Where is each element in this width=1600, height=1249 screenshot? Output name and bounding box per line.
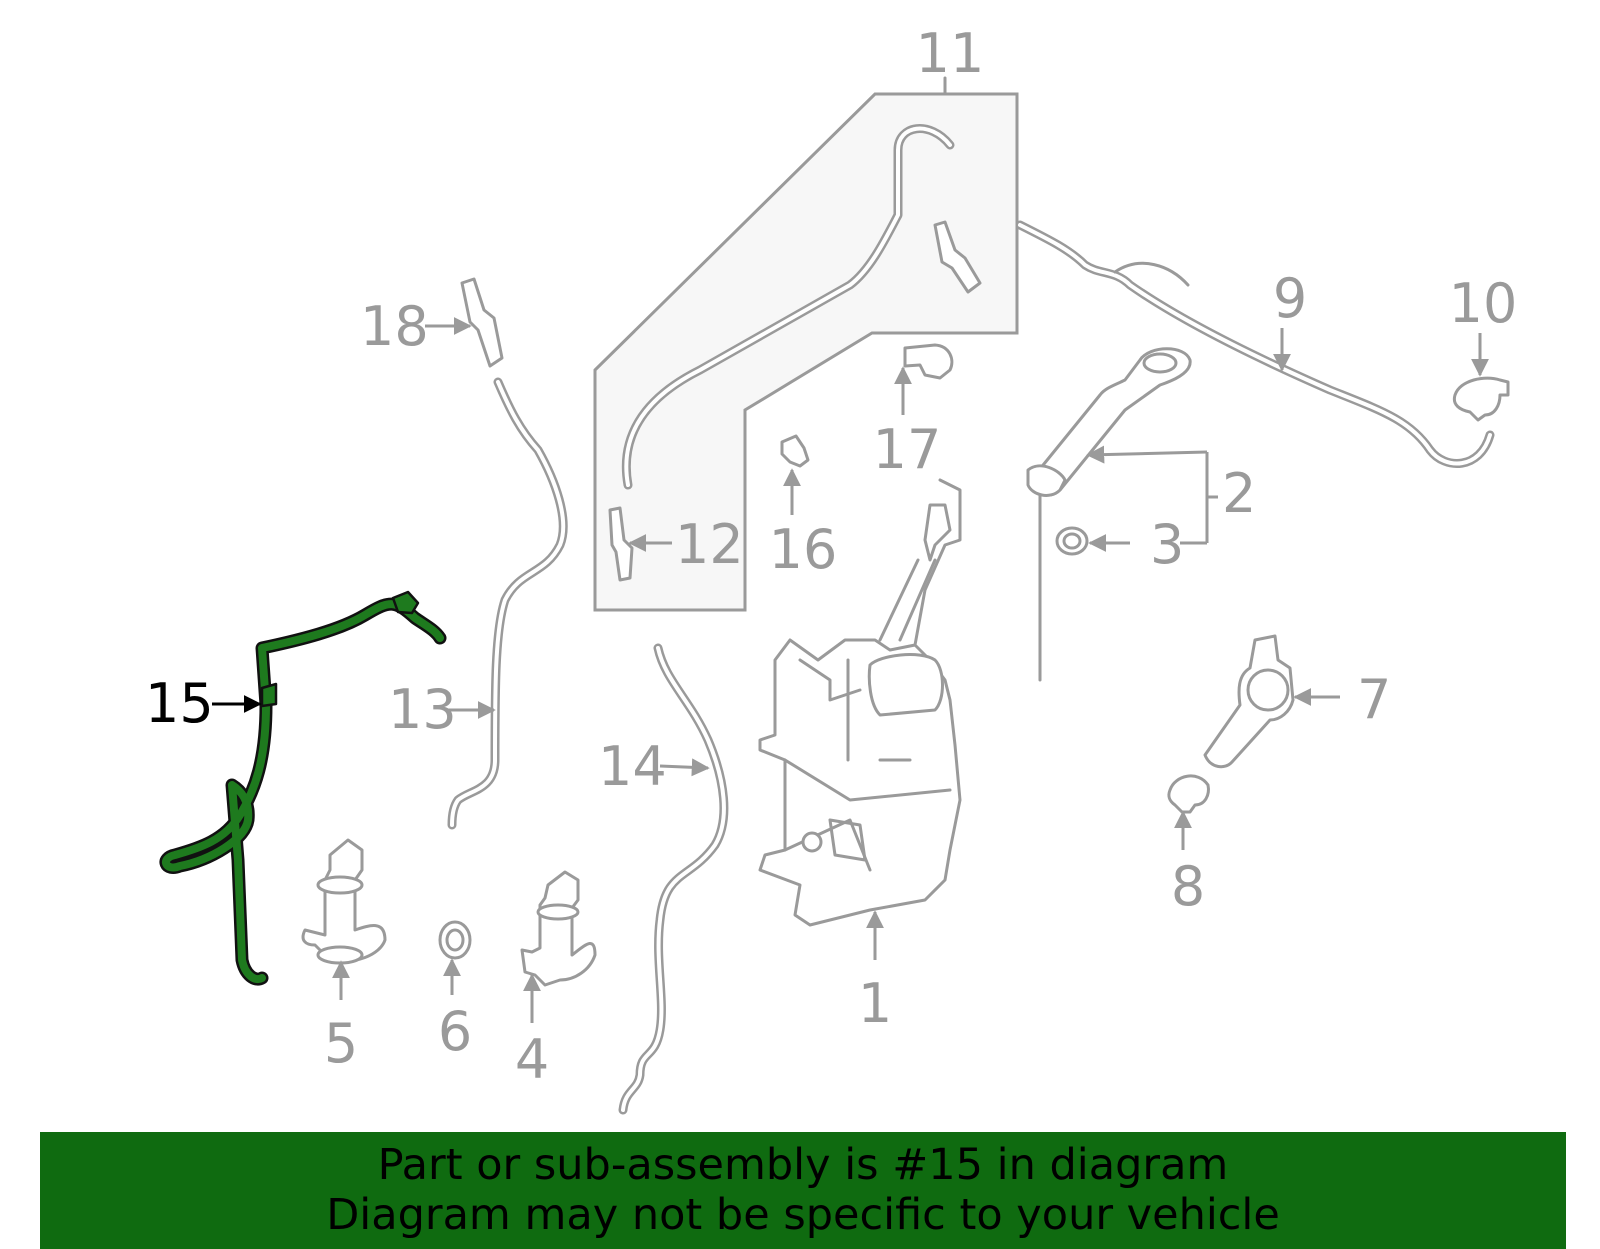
part-15-hose-highlighted[interactable] <box>159 590 447 986</box>
callout-4: 4 <box>515 1028 549 1091</box>
callout-7: 7 <box>1357 668 1391 731</box>
callout-17: 17 <box>873 418 942 481</box>
part-11-panel <box>593 76 1019 612</box>
part-7-sensor <box>1203 634 1295 769</box>
part-6-grommet <box>438 920 472 960</box>
part-18-connector <box>460 277 504 368</box>
callout-11: 11 <box>916 22 985 85</box>
callout-10: 10 <box>1449 272 1518 335</box>
part-13-hose <box>447 377 568 830</box>
callout-18: 18 <box>360 295 429 358</box>
banner-line-1: Part or sub-assembly is #15 in diagram <box>377 1140 1229 1190</box>
part-16-clip <box>780 434 810 468</box>
callout-arrows <box>212 317 1489 1023</box>
part-2-filler-neck <box>1026 347 1192 682</box>
callout-6: 6 <box>438 1000 472 1063</box>
part-5-pump <box>301 838 387 965</box>
callout-9: 9 <box>1273 267 1307 330</box>
callout-14: 14 <box>598 735 667 798</box>
part-1-reservoir <box>758 478 962 927</box>
callout-3: 3 <box>1150 513 1184 576</box>
part-17-clip <box>903 343 954 380</box>
callout-12: 12 <box>675 513 744 576</box>
callout-2: 2 <box>1222 462 1256 525</box>
part-3-oring <box>1055 526 1089 556</box>
part-10-nozzle <box>1452 376 1510 422</box>
callout-labels: 1 2 3 4 5 6 7 8 9 10 11 12 13 14 15 16 1… <box>145 22 1517 1091</box>
banner-line-2: Diagram may not be specific to your vehi… <box>326 1190 1280 1240</box>
part-14-hose <box>618 643 729 1115</box>
callout-16: 16 <box>769 518 838 581</box>
callout-5: 5 <box>324 1012 358 1075</box>
callout-8: 8 <box>1171 855 1205 918</box>
callout-13: 13 <box>388 678 457 741</box>
part-4-pump <box>520 870 597 987</box>
callout-15: 15 <box>145 672 214 735</box>
callout-1: 1 <box>858 972 892 1035</box>
info-banner: Part or sub-assembly is #15 in diagram D… <box>40 1132 1566 1249</box>
part-8-grommet <box>1167 774 1210 814</box>
part-9-hose <box>1015 220 1495 468</box>
